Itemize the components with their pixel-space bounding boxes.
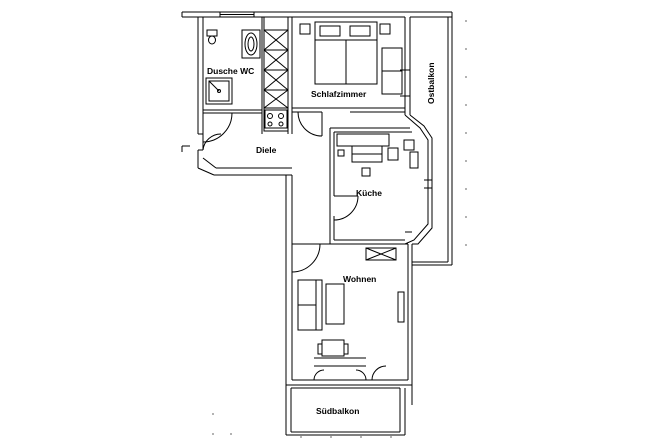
kitchen-walls: [329, 114, 433, 245]
wohnen-door: [291, 243, 330, 273]
schlafzimmer-walls: [291, 107, 405, 134]
room-label-kueche: Küche: [356, 188, 382, 198]
wohnen-cabinet: [365, 247, 397, 261]
room-label-schlafzimmer: Schlafzimmer: [311, 89, 367, 99]
room-label-dusche-wc: Dusche WC: [207, 66, 254, 76]
kitchen-door: [333, 195, 359, 221]
south-window: [313, 357, 367, 381]
schlafzimmer-door: [297, 111, 323, 137]
toilet-icon: [206, 29, 218, 45]
armchair-icon: [317, 339, 349, 357]
window-east-bedroom: [400, 69, 410, 97]
wardrobe-icon: [381, 47, 403, 95]
washbasin-icon: [241, 29, 261, 59]
room-label-wohnen: Wohnen: [343, 274, 376, 284]
shower-icon: [205, 77, 233, 105]
room-label-suedbalkon: Südbalkon: [316, 406, 359, 416]
cabinet-column: [263, 16, 289, 132]
kitchen-counter: [336, 133, 419, 177]
room-label-ostbalkon: Ostbalkon: [426, 62, 436, 104]
suedbalkon-outline: [285, 385, 406, 436]
room-label-diele: Diele: [256, 145, 277, 155]
suedbalkon-ticks: [212, 413, 392, 438]
bathroom-door: [202, 112, 233, 143]
outer-walls: [181, 11, 452, 405]
tv-cabinet-icon: [371, 291, 405, 381]
ostbalkon-outline: [410, 12, 453, 266]
bed-icon: [314, 21, 378, 85]
side-table-icon: [325, 283, 345, 325]
nightstand-icon: [299, 23, 391, 35]
diele-entrance-door: [202, 133, 222, 151]
sofa-icon: [297, 279, 323, 331]
diele-column: [287, 17, 293, 134]
